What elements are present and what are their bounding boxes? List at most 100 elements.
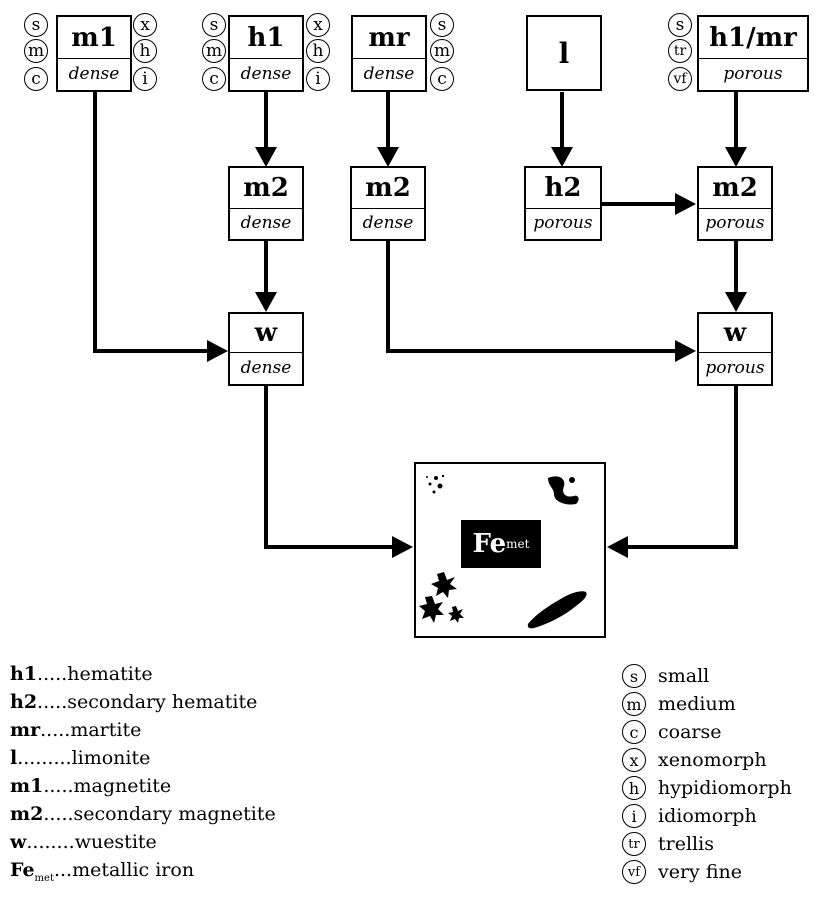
box-h2-texture: porous <box>526 207 600 239</box>
legend-circle: tr <box>622 832 646 856</box>
legend-text: wuestite <box>75 831 157 853</box>
legend-row-mr: mr.....martite <box>10 716 276 744</box>
box-m2-a-name: m2 <box>230 168 302 209</box>
fe-met-label: Femet <box>461 520 541 568</box>
box-m1-texture: dense <box>58 57 130 90</box>
box-mr: mr dense <box>351 15 427 92</box>
tag-m1-right-0: x <box>133 13 157 37</box>
fe-label-sub: met <box>506 537 529 551</box>
box-m2-b-texture: dense <box>352 207 424 239</box>
legend-sym-text: xenomorph <box>658 749 767 771</box>
box-mr-texture: dense <box>353 57 425 90</box>
box-m2-dense-a: m2 dense <box>228 166 304 241</box>
arrow-w-dense-to-fe <box>266 386 392 547</box>
legend-dots: ......... <box>17 747 71 769</box>
legend-row-m1: m1.....magnetite <box>10 772 276 800</box>
legend-text: limonite <box>72 747 151 769</box>
arrow-m2-to-w-porous <box>388 241 675 351</box>
tag-m1-left-2: c <box>24 67 48 91</box>
arrowhead <box>725 147 747 167</box>
legend-circle: i <box>622 804 646 828</box>
arrowhead <box>607 536 628 558</box>
legend-abbr: m1 <box>10 775 43 797</box>
legend-row-h1: h1.....hematite <box>10 660 276 688</box>
legend-abbr: w <box>10 831 26 853</box>
legend-abbr: h2 <box>10 691 37 713</box>
arrowhead <box>725 292 747 312</box>
box-m1-name: m1 <box>58 17 130 59</box>
legend-sym-text: very fine <box>658 861 742 883</box>
box-w-porous-name: w <box>699 314 771 353</box>
box-w-dense-name: w <box>230 314 302 353</box>
box-w-porous: w porous <box>697 312 773 386</box>
legend-row-h2: h2.....secondary hematite <box>10 688 276 716</box>
box-h1-texture: dense <box>230 57 302 90</box>
box-w-dense: w dense <box>228 312 304 386</box>
legend-sym-row: vfvery fine <box>622 858 792 886</box>
box-m2-c-texture: porous <box>699 207 771 239</box>
box-w-dense-texture: dense <box>230 351 302 384</box>
legend-row-w: w........wuestite <box>10 828 276 856</box>
tag-h1-left-2: c <box>202 67 226 91</box>
arrowhead <box>255 292 277 312</box>
box-m2-a-texture: dense <box>230 207 302 239</box>
legend-dots: ........ <box>26 831 74 853</box>
legend-text: secondary magnetite <box>74 803 276 825</box>
legend-circle: s <box>622 664 646 688</box>
arrowhead <box>675 340 696 362</box>
legend-dots: ..... <box>37 691 67 713</box>
arrowhead <box>675 193 696 215</box>
box-m2-porous: m2 porous <box>697 166 773 241</box>
tag-m1-right-1: h <box>133 39 157 63</box>
box-h1mr: h1/mr porous <box>697 15 809 92</box>
legend-dots: ..... <box>40 719 70 741</box>
legend-circle: c <box>622 720 646 744</box>
fe-label-text: Fe <box>473 529 507 559</box>
legend-text: secondary hematite <box>67 691 257 713</box>
tag-h1-right-1: h <box>306 39 330 63</box>
legend-sub: met <box>35 873 54 884</box>
tag-h1mr-left-2: vf <box>668 67 692 91</box>
legend-sym-row: x xenomorph <box>622 746 792 774</box>
box-m1: m1 dense <box>56 15 132 92</box>
legend-dots: ..... <box>37 663 67 685</box>
legend-text: hematite <box>67 663 152 685</box>
tag-h1mr-left-1: tr <box>668 39 692 63</box>
box-limonite: l <box>526 15 602 91</box>
tag-mr-right-2: c <box>430 67 454 91</box>
box-m2-c-name: m2 <box>699 168 771 209</box>
tag-m1-left-1: m <box>24 39 48 63</box>
mineral-legend: h1.....hematite h2.....secondary hematit… <box>10 660 276 884</box>
legend-abbr: Fe <box>10 859 35 881</box>
arrow-w-porous-to-fe <box>628 386 736 547</box>
legend-sym-text: coarse <box>658 721 722 743</box>
arrowhead <box>392 536 413 558</box>
legend-dots: ..... <box>43 775 73 797</box>
legend-circle: x <box>622 748 646 772</box>
symbol-legend: ssmall mmedium ccoarse xxenomorph hhypid… <box>622 662 792 886</box>
legend-row-m2: m2.....secondary magnetite <box>10 800 276 828</box>
tag-m1-left-0: s <box>24 13 48 37</box>
box-mr-name: mr <box>353 17 425 59</box>
box-h2-porous: h2 porous <box>524 166 602 241</box>
box-m2-b-name: m2 <box>352 168 424 209</box>
legend-sym-row: ssmall <box>622 662 792 690</box>
legend-sym-text: hypidiomorph <box>658 777 792 799</box>
legend-abbr: h1 <box>10 663 37 685</box>
tag-h1-left-0: s <box>202 13 226 37</box>
legend-sym-row: tr trellis <box>622 830 792 858</box>
box-h1mr-name: h1/mr <box>699 17 807 59</box>
legend-row-l: l.........limonite <box>10 744 276 772</box>
tag-h1-left-1: m <box>202 39 226 63</box>
arrowhead <box>551 147 573 167</box>
box-h1: h1 dense <box>228 15 304 92</box>
arrowhead <box>377 147 399 167</box>
tag-h1mr-left-0: s <box>668 13 692 37</box>
legend-text: metallic iron <box>72 859 194 881</box>
arrowhead <box>207 340 228 362</box>
arrow-m1-to-w-dense <box>95 92 207 351</box>
legend-sym-text: trellis <box>658 833 714 855</box>
